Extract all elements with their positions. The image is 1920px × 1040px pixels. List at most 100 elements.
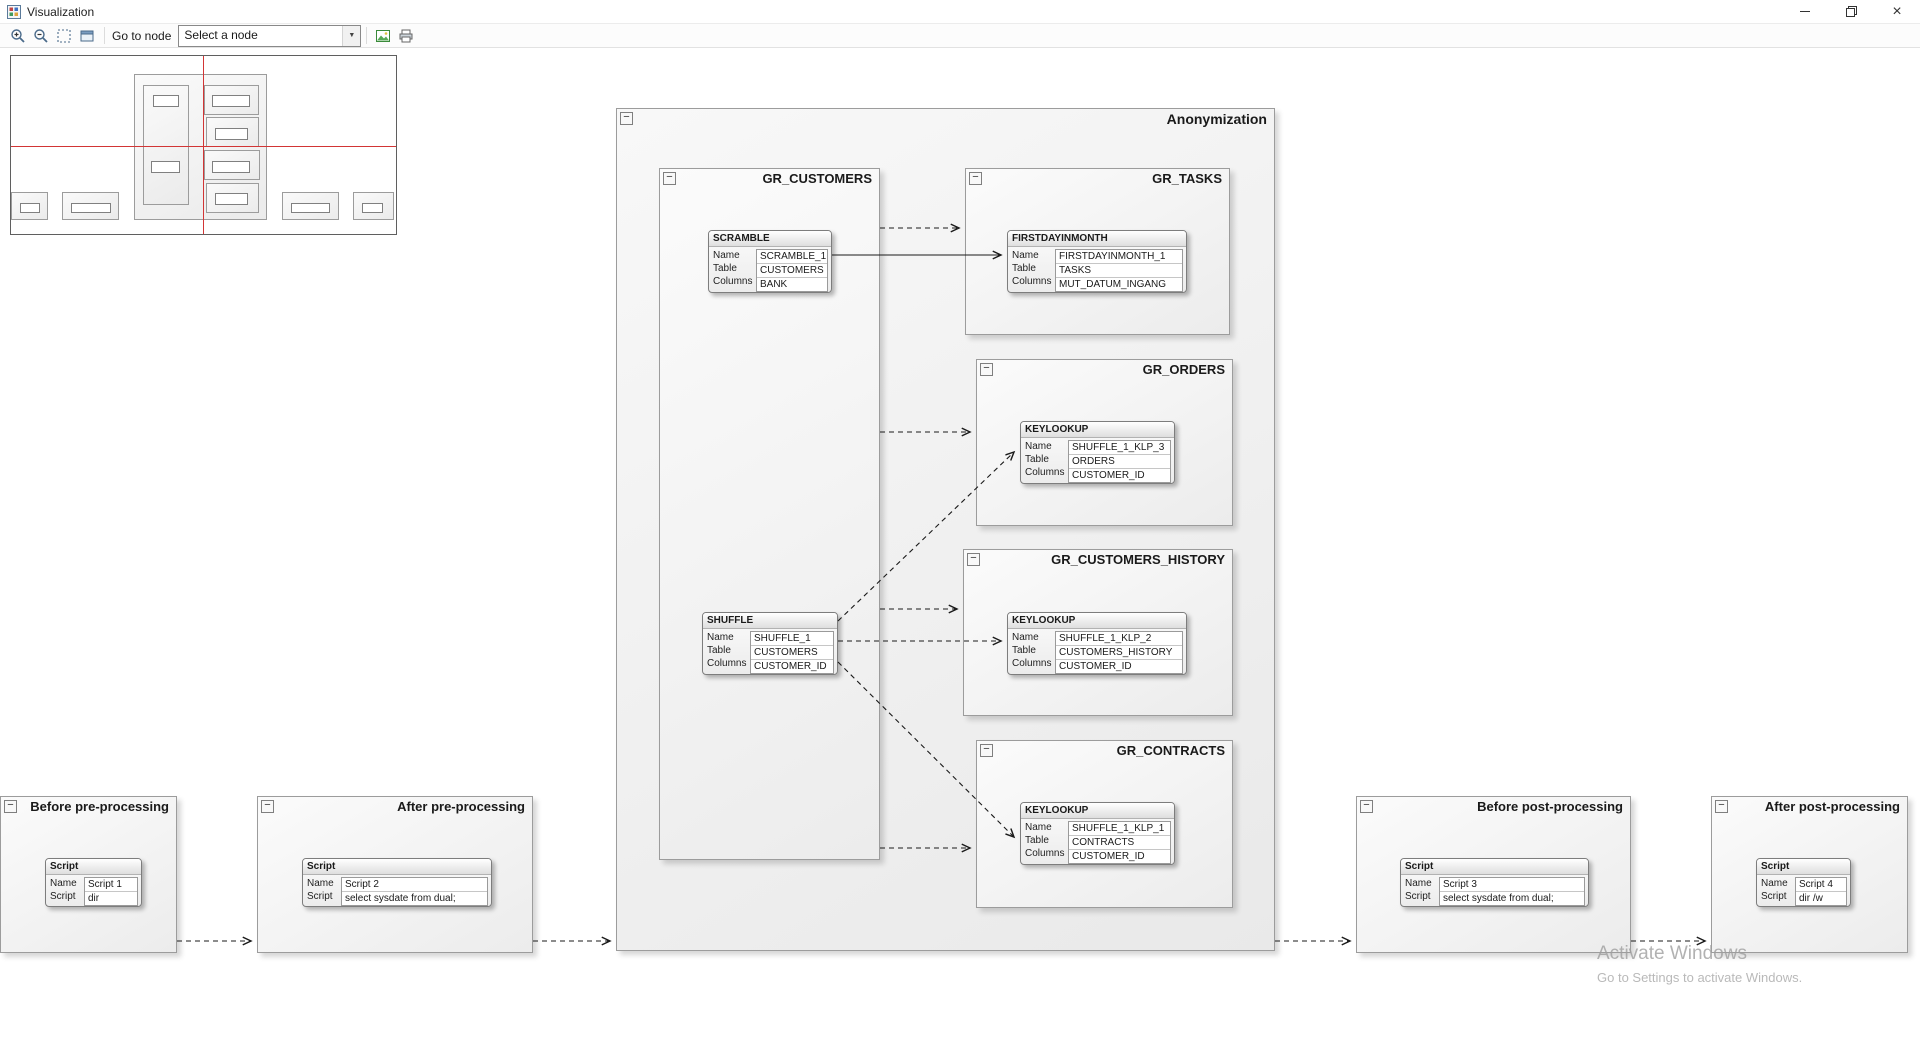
node-field-values: SHUFFLE_1_KLP_2 CUSTOMERS_HISTORY CUSTOM… <box>1055 631 1183 674</box>
node-field-values: SHUFFLE_1 CUSTOMERS CUSTOMER_ID <box>750 631 834 674</box>
overview-icon <box>79 28 95 44</box>
node-keylookup-contracts[interactable]: KEYLOOKUP Name Table Columns SHUFFLE_1_K… <box>1020 802 1175 865</box>
zoom-out-button[interactable] <box>30 25 52 46</box>
minimap-node <box>215 128 248 140</box>
field-value: CUSTOMER_ID <box>1069 468 1170 482</box>
field-value: SHUFFLE_1 <box>751 632 833 645</box>
export-image-button[interactable] <box>372 25 394 46</box>
collapse-button[interactable]: − <box>261 800 274 813</box>
minimap-node <box>153 95 179 107</box>
overview-minimap[interactable] <box>10 55 397 235</box>
node-keylookup-customers-history[interactable]: KEYLOOKUP Name Table Columns SHUFFLE_1_K… <box>1007 612 1187 675</box>
field-label: Name <box>1010 631 1055 644</box>
field-label: Table <box>705 644 750 657</box>
group-title: GR_CUSTOMERS <box>762 171 872 186</box>
group-title: Before post-processing <box>1477 799 1623 814</box>
collapse-button[interactable]: − <box>1715 800 1728 813</box>
field-value: Script 2 <box>342 878 487 891</box>
node-shuffle[interactable]: SHUFFLE Name Table Columns SHUFFLE_1 CUS… <box>702 612 838 675</box>
field-label: Columns <box>711 275 756 288</box>
restore-icon <box>1846 6 1857 17</box>
node-firstdayinmonth[interactable]: FIRSTDAYINMONTH Name Table Columns FIRST… <box>1007 230 1187 293</box>
field-label: Table <box>711 262 756 275</box>
node-field-values: SHUFFLE_1_KLP_3 ORDERS CUSTOMER_ID <box>1068 440 1171 483</box>
field-value: dir <box>85 891 137 905</box>
watermark-title: Activate Windows <box>1597 943 1802 965</box>
field-value: CONTRACTS <box>1069 835 1170 849</box>
collapse-button[interactable]: − <box>4 800 17 813</box>
close-icon: × <box>1892 4 1901 20</box>
overview-toggle-button[interactable] <box>76 25 98 46</box>
node-title: FIRSTDAYINMONTH <box>1008 231 1186 247</box>
node-script-1[interactable]: Script Name Script Script 1 dir <box>45 858 142 907</box>
group-title: Before pre-processing <box>30 799 169 814</box>
field-label: Name <box>705 631 750 644</box>
chevron-down-icon[interactable]: ▼ <box>342 26 360 46</box>
field-label: Name <box>711 249 756 262</box>
node-script-2[interactable]: Script Name Script Script 2 select sysda… <box>302 858 492 907</box>
marquee-zoom-button[interactable] <box>53 25 75 46</box>
restore-button[interactable] <box>1828 0 1874 23</box>
field-label: Columns <box>705 657 750 670</box>
group-title: GR_CONTRACTS <box>1117 743 1225 758</box>
field-label: Name <box>48 877 84 890</box>
close-button[interactable]: × <box>1874 0 1920 23</box>
collapse-button[interactable]: − <box>980 363 993 376</box>
node-field-labels: Name Script <box>1759 877 1795 906</box>
field-label: Script <box>48 890 84 903</box>
print-button[interactable] <box>395 25 417 46</box>
group-title: Anonymization <box>1167 111 1267 127</box>
field-value: SHUFFLE_1_KLP_1 <box>1069 822 1170 835</box>
node-select-combobox[interactable]: Select a node ▼ <box>178 25 361 47</box>
node-field-labels: Name Script <box>48 877 84 906</box>
minimap-node <box>215 193 248 205</box>
collapse-button[interactable]: − <box>969 172 982 185</box>
field-value: CUSTOMER_ID <box>1056 659 1182 673</box>
field-label: Name <box>1023 821 1068 834</box>
export-image-icon <box>375 28 391 44</box>
field-label: Name <box>1023 440 1068 453</box>
titlebar: Visualization × <box>0 0 1920 23</box>
node-field-values: Script 2 select sysdate from dual; <box>341 877 488 906</box>
field-label: Columns <box>1023 847 1068 860</box>
field-label: Name <box>305 877 341 890</box>
field-value: dir /w <box>1796 891 1846 905</box>
collapse-button[interactable]: − <box>967 553 980 566</box>
field-label: Name <box>1403 877 1439 890</box>
field-value: select sysdate from dual; <box>1440 891 1584 905</box>
zoom-in-button[interactable] <box>7 25 29 46</box>
node-title: KEYLOOKUP <box>1021 803 1174 819</box>
node-title: Script <box>303 859 491 875</box>
node-field-labels: Name Table Columns <box>705 631 750 674</box>
field-label: Table <box>1023 453 1068 466</box>
node-field-values: SCRAMBLE_1 CUSTOMERS BANK <box>756 249 828 292</box>
field-label: Columns <box>1023 466 1068 479</box>
node-script-4[interactable]: Script Name Script Script 4 dir /w <box>1756 858 1851 907</box>
node-title: Script <box>1401 859 1588 875</box>
collapse-button[interactable]: − <box>620 112 633 125</box>
collapse-button[interactable]: − <box>663 172 676 185</box>
field-value: FIRSTDAYINMONTH_1 <box>1056 250 1182 263</box>
node-scramble[interactable]: SCRAMBLE Name Table Columns SCRAMBLE_1 C… <box>708 230 832 293</box>
minimize-button[interactable] <box>1782 0 1828 23</box>
node-title: SHUFFLE <box>703 613 837 629</box>
field-label: Script <box>1759 890 1795 903</box>
field-value: SCRAMBLE_1 <box>757 250 827 263</box>
field-value: CUSTOMER_ID <box>1069 849 1170 863</box>
minimap-crosshair-vertical <box>203 56 204 234</box>
field-value: ORDERS <box>1069 454 1170 468</box>
minimap-node <box>212 161 250 173</box>
field-value: Script 4 <box>1796 878 1846 891</box>
collapse-button[interactable]: − <box>980 744 993 757</box>
node-keylookup-orders[interactable]: KEYLOOKUP Name Table Columns SHUFFLE_1_K… <box>1020 421 1175 484</box>
group-title: GR_TASKS <box>1152 171 1222 186</box>
node-field-labels: Name Table Columns <box>711 249 756 292</box>
node-script-3[interactable]: Script Name Script Script 3 select sysda… <box>1400 858 1589 907</box>
watermark-subtitle: Go to Settings to activate Windows. <box>1597 970 1802 985</box>
minimap-node <box>212 95 250 107</box>
collapse-button[interactable]: − <box>1360 800 1373 813</box>
field-value: TASKS <box>1056 263 1182 277</box>
field-value: CUSTOMERS <box>757 263 827 277</box>
window-controls: × <box>1782 0 1920 23</box>
group-title: GR_CUSTOMERS_HISTORY <box>1051 552 1225 567</box>
